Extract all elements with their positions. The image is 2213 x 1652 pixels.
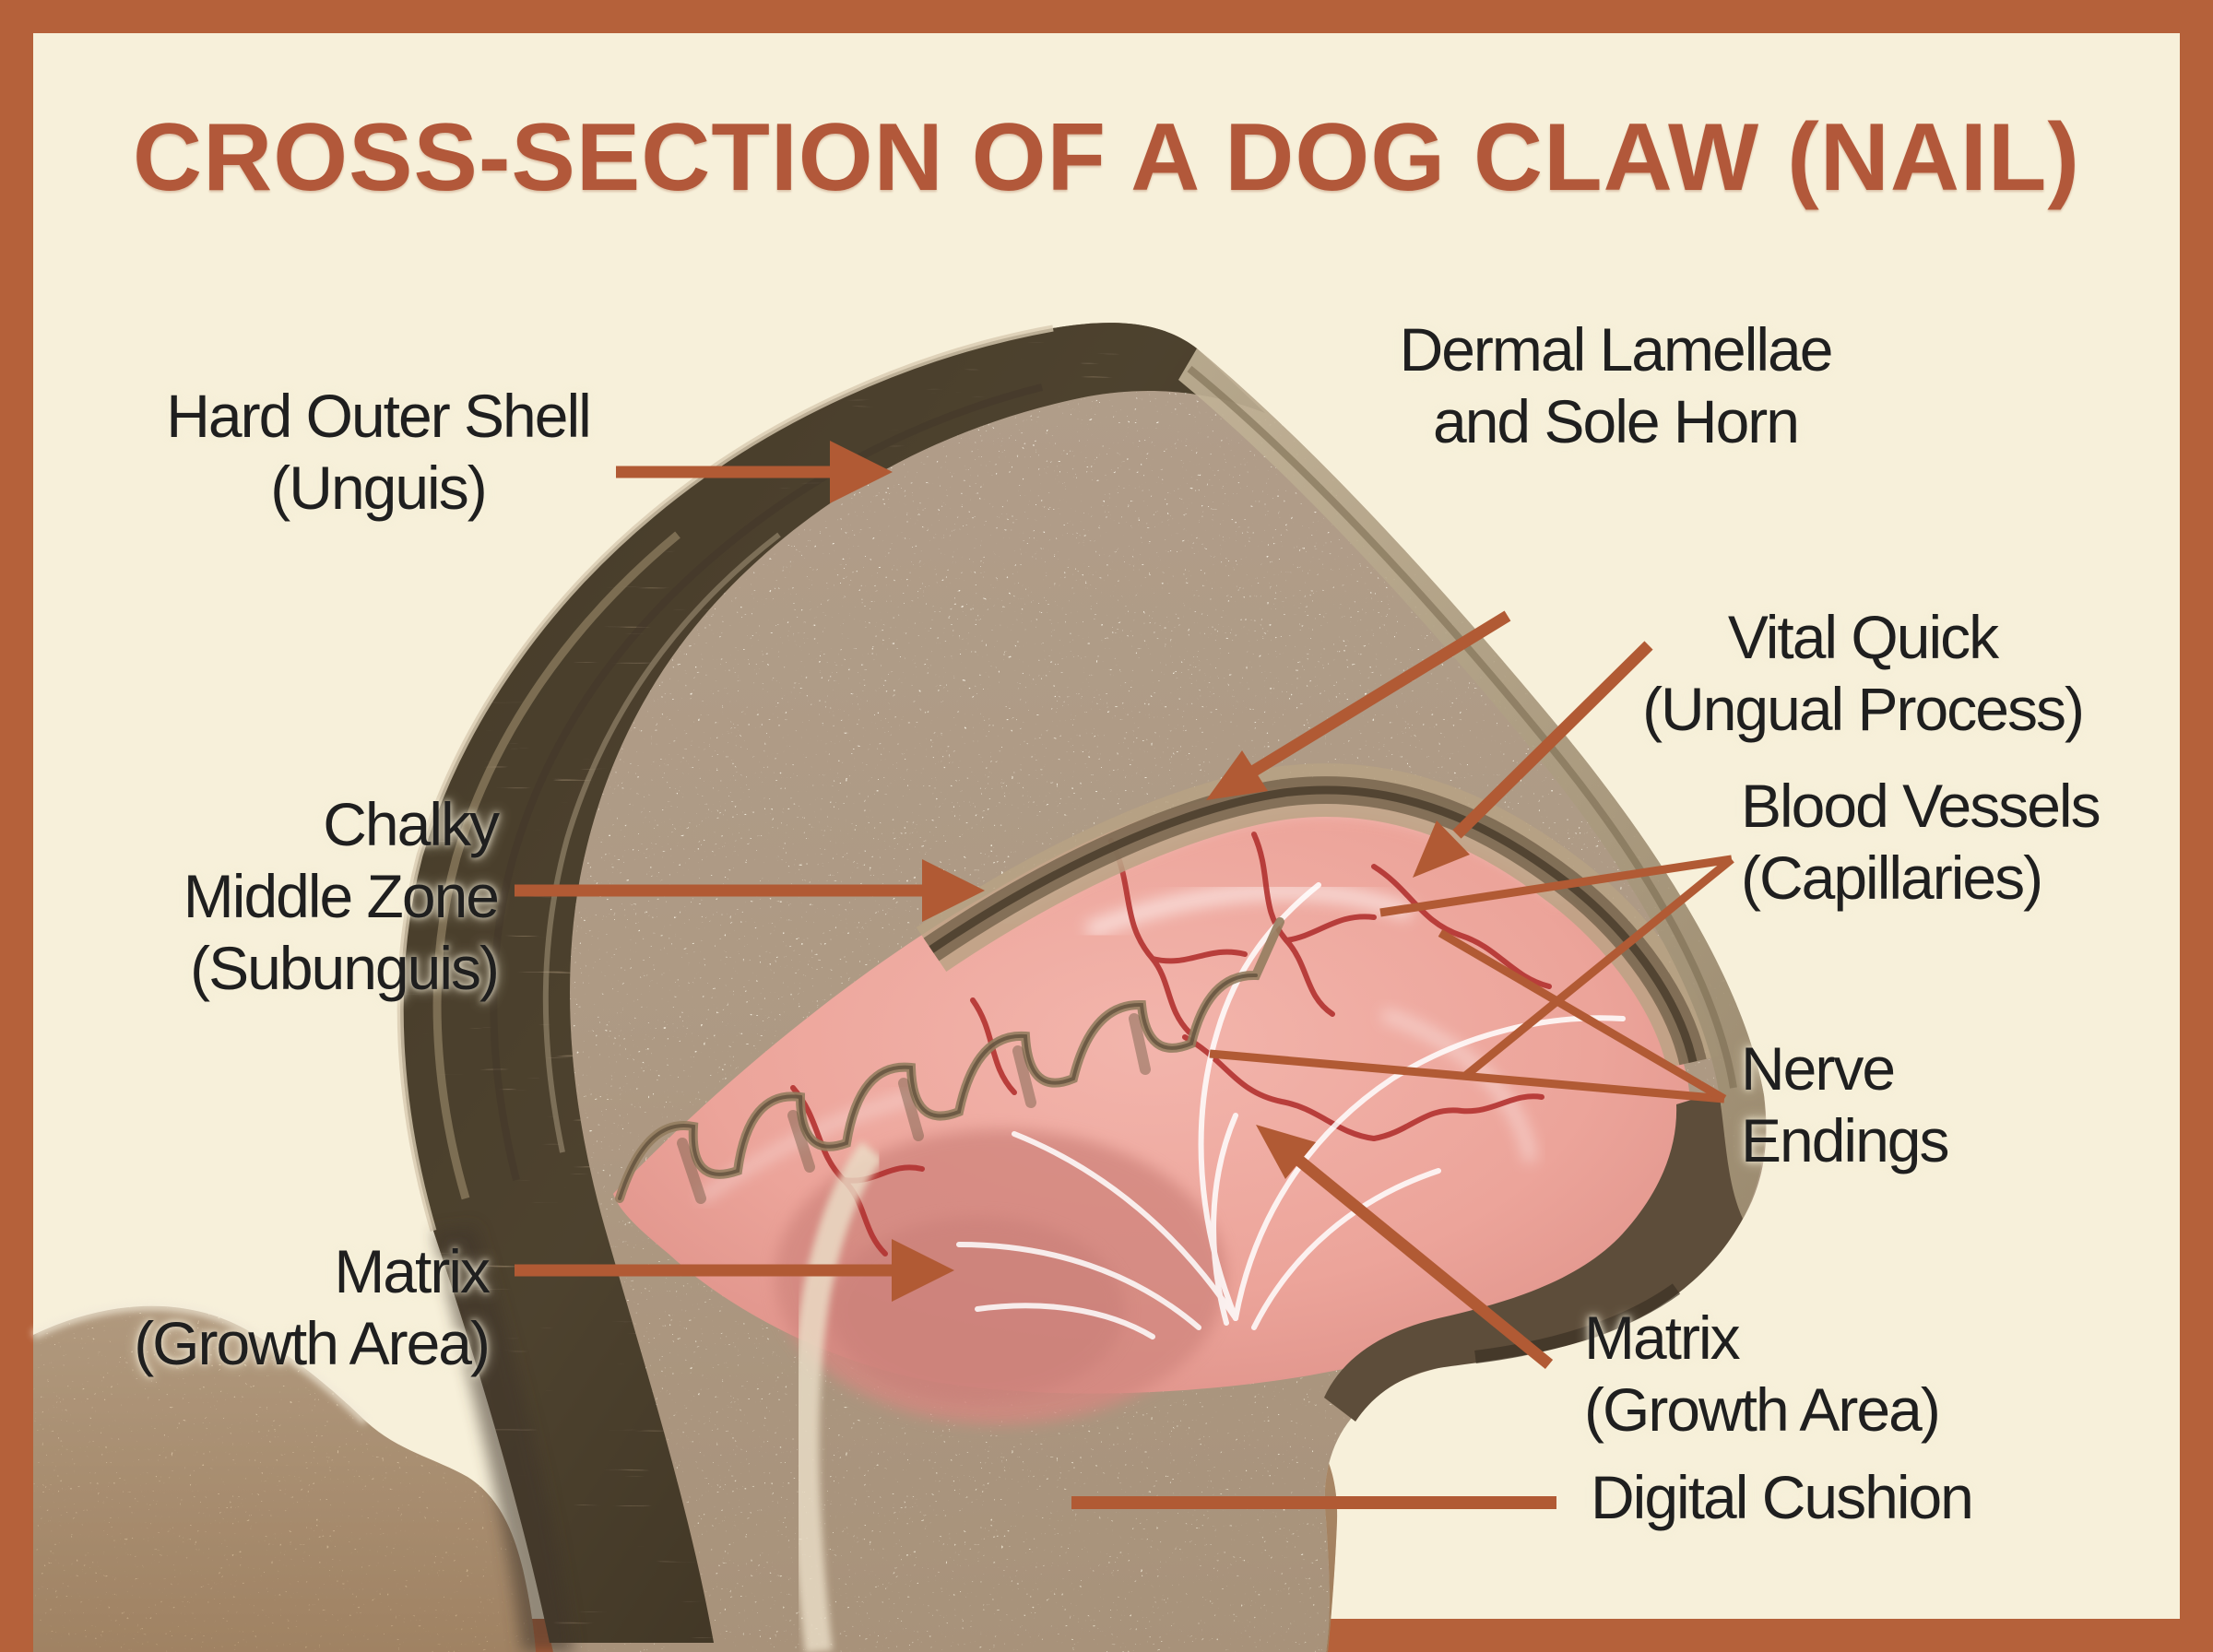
label-line: (Growth Area) <box>1584 1375 1941 1444</box>
matrix-left-arrow <box>515 1239 954 1302</box>
sole-horn-groove <box>916 763 1720 1068</box>
page-title: CROSS-SECTION OF A DOG CLAW (NAIL) <box>133 104 2080 211</box>
label-line: Hard Outer Shell <box>166 382 592 450</box>
label-line: Nerve <box>1741 1034 1896 1103</box>
label-line: (Unguis) <box>270 454 487 522</box>
label-line: Endings <box>1741 1106 1950 1174</box>
label-line: (Ungual Process) <box>1642 675 2085 743</box>
label-line: Matrix <box>334 1237 491 1305</box>
label-vital-quick: Vital Quick (Ungual Process) <box>1586 601 2139 745</box>
matrix-right-arrow <box>1256 1125 1554 1370</box>
chalky-middle-zone-arrow <box>515 859 985 922</box>
hard-outer-shell-arrow <box>616 441 893 503</box>
label-chalky-middle-zone: Chalky Middle Zone (Subunguis) <box>37 788 500 1004</box>
label-line: Chalky <box>323 790 500 858</box>
label-digital-cushion: Digital Cushion <box>1591 1461 2162 1533</box>
label-dermal-lamellae: Dermal Lamellae and Sole Horn <box>1339 313 1892 457</box>
label-line: Digital Cushion <box>1591 1463 1974 1531</box>
label-line: Blood Vessels <box>1741 772 2101 840</box>
label-matrix-left: Matrix (Growth Area) <box>74 1235 491 1379</box>
hard-outer-shell-region <box>396 323 1265 1643</box>
nerve-endings-lines <box>1209 929 1727 1103</box>
dermal-lamellae-arrow <box>1206 610 1511 800</box>
blood-vessels-lines <box>1379 855 1734 1080</box>
label-line: Matrix <box>1584 1304 1741 1372</box>
label-line: (Subunguis) <box>190 934 500 1002</box>
matrix-seam <box>791 1141 883 1652</box>
vital-quick-arrow <box>1413 641 1653 878</box>
label-line: Vital Quick <box>1727 603 1999 671</box>
label-matrix-right: Matrix (Growth Area) <box>1584 1302 2008 1446</box>
label-blood-vessels: Blood Vessels (Capillaries) <box>1741 770 2213 914</box>
label-line: (Growth Area) <box>134 1309 491 1377</box>
dermal-lamellae-region <box>615 917 1284 1204</box>
label-line: Dermal Lamellae <box>1399 315 1834 384</box>
poster-page: CROSS-SECTION OF A DOG CLAW (NAIL) Hard … <box>31 33 2180 1652</box>
label-hard-outer-shell: Hard Outer Shell (Unguis) <box>101 380 655 524</box>
claw-hook <box>1324 1092 1743 1422</box>
bone-shell-crevice <box>433 1226 574 1652</box>
label-nerve-endings: Nerve Endings <box>1741 1032 2128 1176</box>
bone-region <box>31 1302 536 1652</box>
label-line: Middle Zone <box>183 862 500 930</box>
connectors <box>515 441 1734 1509</box>
right-shell-crust <box>1178 348 1766 1219</box>
label-line: and Sole Horn <box>1433 387 1800 455</box>
label-line: (Capillaries) <box>1741 844 2043 912</box>
